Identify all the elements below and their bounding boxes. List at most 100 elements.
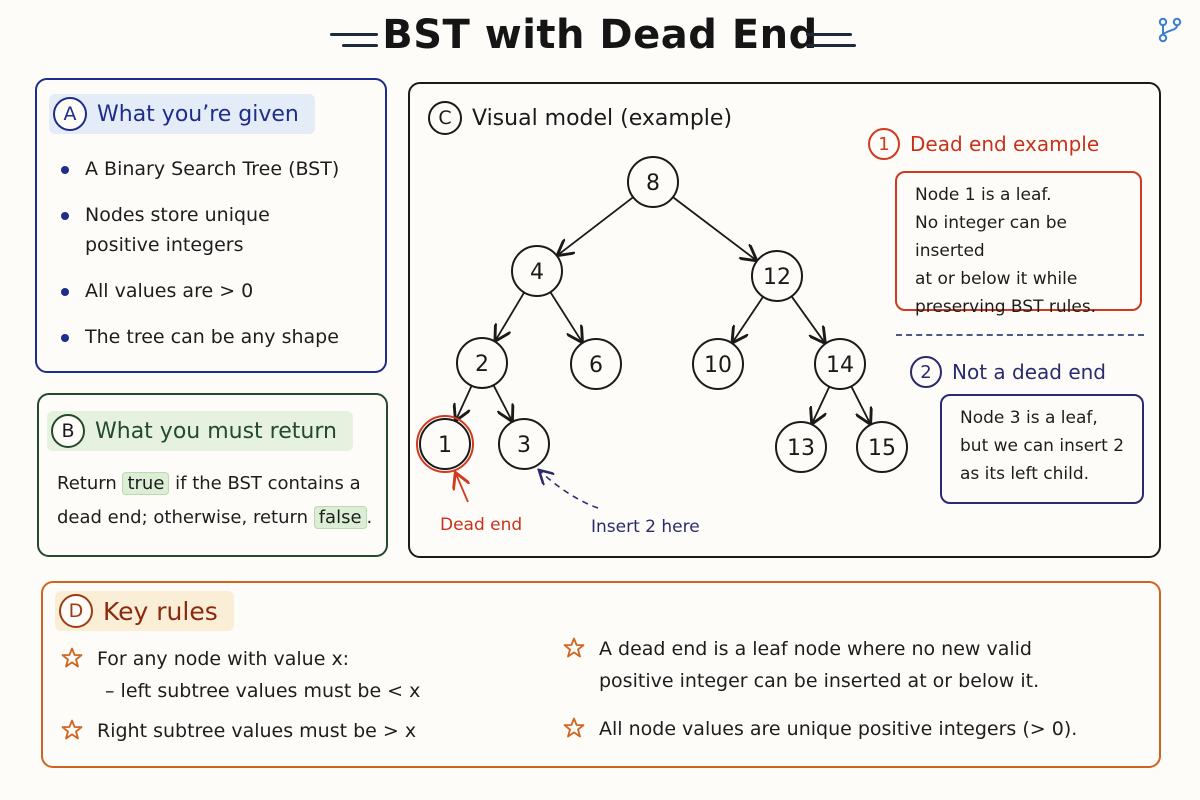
tree-edge-2-3 — [492, 384, 512, 420]
tree-node: 2 — [456, 337, 508, 389]
tree-edge-4-2 — [496, 291, 525, 339]
not-dead-end-heading: Not a dead end — [952, 360, 1106, 384]
tree-edge-2-1 — [456, 385, 473, 420]
bullet-icon — [61, 288, 69, 296]
title-dash-left-bottom — [342, 44, 378, 47]
tree-edge-4-6 — [549, 291, 581, 341]
page-title: BST with Dead End — [382, 12, 818, 58]
tree-node-circle — [814, 338, 866, 390]
rule-text: positive integer can be inserted at or b… — [599, 670, 1040, 692]
visual-model-header: C Visual model (example) — [424, 98, 748, 138]
tree-node-label: 2 — [475, 352, 489, 377]
given-list: A Binary Search Tree (BST) Nodes store u… — [59, 154, 379, 368]
bullet-icon — [61, 212, 69, 220]
tree-node: 14 — [814, 338, 866, 390]
tree-node-label: 1 — [438, 433, 452, 458]
given-item: The tree can be any shape — [59, 322, 379, 352]
given-panel: A What you’re given A Binary Search Tree… — [35, 78, 387, 373]
tree-node-circle — [419, 418, 471, 470]
given-item: A Binary Search Tree (BST) — [59, 154, 379, 184]
tree-edge-8-4 — [558, 196, 634, 254]
rule-right-subtree: Right subtree values must be > x — [61, 715, 416, 747]
tree-node-label: 6 — [589, 353, 603, 378]
star-icon — [563, 637, 585, 658]
tree-node-circle — [775, 421, 827, 473]
tree-node-circle — [627, 156, 679, 208]
tree-edge-14-13 — [812, 386, 831, 423]
given-panel-heading: What you’re given — [97, 101, 299, 127]
tree-node-circle — [856, 421, 908, 473]
tree-node: 1 — [419, 418, 471, 470]
insert-caption: Insert 2 here — [591, 517, 700, 537]
star-icon — [563, 717, 585, 738]
section-letter-d: D — [59, 594, 93, 628]
visual-model-heading: Visual model (example) — [472, 105, 733, 131]
rule-left-subtree: For any node with value x: – left subtre… — [61, 643, 420, 707]
dead-end-arrow — [456, 474, 468, 503]
tree-node: 8 — [627, 156, 679, 208]
insert-arrow — [540, 471, 599, 509]
not-dead-end-box: Node 3 is a leaf, but we can insert 2 as… — [940, 394, 1144, 504]
rule-text: All node values are unique positive inte… — [599, 718, 1078, 740]
tree-node-circle — [456, 337, 508, 389]
tree-node: 10 — [692, 338, 744, 390]
rule-text: Right subtree values must be > x — [97, 720, 417, 742]
tree-node: 12 — [751, 250, 803, 302]
tree-node-circle — [692, 338, 744, 390]
tree-node-circle — [498, 418, 550, 470]
tree-node-circle — [511, 245, 563, 297]
rule-unique-values: All node values are unique positive inte… — [563, 713, 1077, 745]
dead-end-example-header: 1 Dead end example — [868, 128, 1099, 160]
tree-node-label: 13 — [787, 436, 815, 461]
tree-node-label: 3 — [517, 433, 531, 458]
star-icon — [61, 719, 83, 740]
rule-text: For any node with value x: — [97, 648, 350, 670]
title-dash-left-top — [330, 33, 378, 36]
callout-number-2: 2 — [910, 356, 942, 388]
section-letter-a: A — [53, 97, 87, 131]
callout-divider — [896, 334, 1144, 336]
tree-edge-14-15 — [850, 385, 870, 423]
given-item: All values are > 0 — [59, 276, 379, 306]
tree-node: 3 — [498, 418, 550, 470]
return-panel: B What you must return Return true if th… — [37, 393, 388, 557]
tree-node-label: 14 — [826, 353, 854, 378]
tree-node-circle — [570, 338, 622, 390]
tree-node: 13 — [775, 421, 827, 473]
tree-edge-12-10 — [733, 296, 764, 342]
given-panel-header: A What you’re given — [49, 94, 315, 134]
given-item: Nodes store unique positive integers — [59, 200, 285, 260]
tree-node-label: 15 — [868, 436, 896, 461]
dead-end-example-heading: Dead end example — [910, 132, 1100, 156]
tree-node: 4 — [511, 245, 563, 297]
dead-end-highlight-ring — [416, 415, 474, 473]
tree-node-label: 12 — [763, 265, 791, 290]
rule-text: A dead end is a leaf node where no new v… — [599, 638, 1032, 660]
not-dead-end-header: 2 Not a dead end — [910, 356, 1106, 388]
tree-node: 15 — [856, 421, 908, 473]
title-dash-right-top — [806, 33, 852, 36]
bullet-icon — [61, 334, 69, 342]
key-rules-header: D Key rules — [55, 591, 234, 631]
key-rules-panel: D Key rules For any node with value x: –… — [41, 581, 1161, 768]
section-letter-c: C — [428, 101, 462, 135]
return-description: Return true if the BST contains a dead e… — [57, 472, 373, 529]
tree-edge-8-12 — [672, 196, 756, 260]
tree-edge-12-14 — [790, 295, 825, 342]
rule-dead-end-definition: A dead end is a leaf node where no new v… — [563, 633, 1039, 697]
dead-end-example-box: Node 1 is a leaf. No integer can be inse… — [895, 171, 1142, 317]
tree-edges — [456, 196, 870, 423]
tree-node-label: 8 — [646, 171, 660, 196]
tree-node-label: 10 — [704, 353, 732, 378]
section-letter-b: B — [51, 414, 85, 448]
false-keyword: false — [313, 506, 367, 529]
dead-end-caption: Dead end — [440, 515, 523, 535]
key-rules-heading: Key rules — [103, 596, 218, 626]
tree-node-circle — [751, 250, 803, 302]
bullet-icon — [61, 166, 69, 174]
return-panel-heading: What you must return — [95, 418, 337, 444]
tree-node: 6 — [570, 338, 622, 390]
star-icon — [61, 647, 83, 668]
